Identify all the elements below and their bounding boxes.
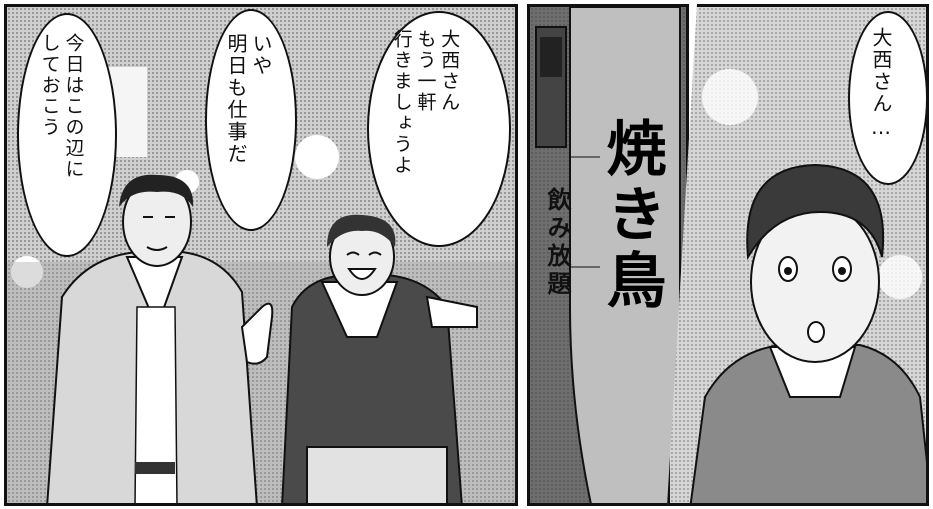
speech-text-2: いや 明日も仕事だ [224, 33, 273, 165]
speech-bubble-2 [205, 9, 297, 231]
character-older-man [46, 174, 274, 503]
character-young-man-closeup [688, 69, 926, 503]
speech-bubble-3 [367, 11, 511, 247]
sign-nomihoudai: 飲み放題 [543, 187, 572, 299]
character-young-man [281, 214, 478, 503]
panel-right: 大西さん… [667, 4, 929, 506]
panel-middle: 焼き鳥 飲み放題 [527, 4, 689, 506]
speech-text-3: 大西さん もう一軒 行きましょうよ [390, 29, 461, 176]
sign-yakitori: 焼き鳥 [596, 117, 666, 315]
panel-left: 今日はこの辺に しておこう いや 明日も仕事だ 大西さん もう一軒 行きましょう… [4, 4, 518, 506]
shop-front [535, 7, 681, 503]
speech-bubble-4 [848, 11, 926, 185]
speech-bubble-1 [17, 13, 117, 257]
speech-text-1: 今日はこの辺に しておこう [38, 33, 85, 180]
speech-text-4: 大西さん… [869, 27, 893, 141]
